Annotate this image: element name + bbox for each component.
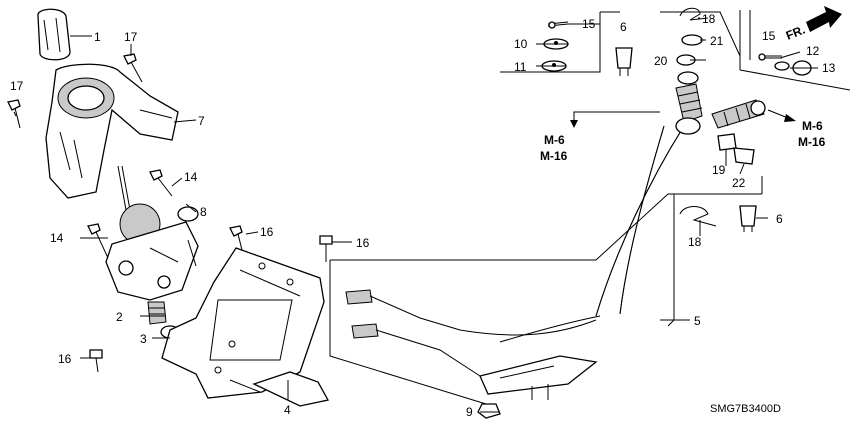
reference-right-line1: M-6 — [802, 119, 823, 133]
callout-9: 9 — [466, 405, 473, 419]
washer-20 — [676, 54, 699, 85]
callout-22: 22 — [732, 176, 746, 190]
clip-18-lower — [679, 206, 717, 227]
shift-lever-assembly — [105, 165, 199, 301]
clip-18-upper — [679, 7, 709, 21]
bolt-16-b — [319, 235, 333, 262]
callout-6-upper: 6 — [620, 20, 627, 34]
cable-end-upper — [675, 83, 703, 135]
shift-knob — [37, 8, 71, 61]
bolt-16-a — [229, 225, 243, 251]
exploded-view-frame — [329, 176, 763, 405]
callout-16-a: 16 — [260, 225, 274, 239]
callout-17-right: 17 — [124, 30, 138, 44]
callout-6-lower: 6 — [776, 212, 783, 226]
bracket-base — [161, 247, 329, 407]
bolt-14-left — [87, 223, 109, 259]
clip-6-lower — [739, 205, 757, 232]
callout-10: 10 — [514, 37, 528, 51]
reference-left-line1: M-6 — [544, 133, 565, 147]
reference-right: M-6 M-16 — [767, 109, 826, 149]
callout-1: 1 — [94, 30, 101, 44]
callout-20: 20 — [654, 54, 668, 68]
callout-14-left: 14 — [50, 231, 64, 245]
callout-11: 11 — [514, 60, 527, 74]
callout-4: 4 — [284, 403, 291, 417]
callout-5: 5 — [694, 314, 701, 328]
direction-label: FR. — [784, 23, 807, 43]
front-direction-arrow: FR. — [784, 6, 842, 43]
bushing-2 — [147, 301, 167, 325]
clip-15-left — [547, 21, 569, 29]
callout-19: 19 — [712, 163, 726, 177]
washer-12 — [774, 61, 790, 71]
cable-end-right — [711, 99, 766, 129]
clip-22 — [733, 147, 755, 165]
callout-14-upper: 14 — [184, 170, 198, 184]
diagram-code: SMG7B3400D — [710, 403, 781, 415]
nut-9 — [477, 403, 501, 419]
callout-18-lower: 18 — [688, 235, 702, 249]
callout-17-left: 17 — [10, 79, 24, 93]
callout-12: 12 — [806, 44, 820, 58]
callout-7: 7 — [198, 114, 205, 128]
bolt-16-c — [89, 349, 103, 373]
callout-8: 8 — [200, 205, 207, 219]
reference-left-line2: M-16 — [540, 149, 568, 163]
callout-13: 13 — [822, 61, 836, 75]
callout-16-b: 16 — [356, 236, 370, 250]
leader-lines — [13, 17, 818, 413]
clip-15-right — [758, 53, 782, 61]
shift-cables — [459, 125, 685, 343]
bolt-17-left — [7, 99, 21, 129]
callout-21: 21 — [710, 34, 724, 48]
reference-right-line2: M-16 — [798, 135, 826, 149]
callout-18-upper: 18 — [702, 12, 716, 26]
callout-3: 3 — [140, 332, 147, 346]
washer-21 — [681, 34, 703, 46]
upper-box-frame — [500, 10, 850, 91]
cable-bracket-lower — [345, 289, 598, 400]
center-console-cover — [45, 63, 179, 199]
reference-left: M-6 M-16 — [540, 111, 660, 163]
bolt-14-upper — [149, 169, 173, 197]
callout-16-c: 16 — [58, 352, 72, 366]
callout-15-right: 15 — [762, 29, 776, 43]
clip-6-upper — [615, 47, 633, 76]
callout-2: 2 — [116, 310, 123, 324]
callout-15-left: 15 — [582, 17, 596, 31]
